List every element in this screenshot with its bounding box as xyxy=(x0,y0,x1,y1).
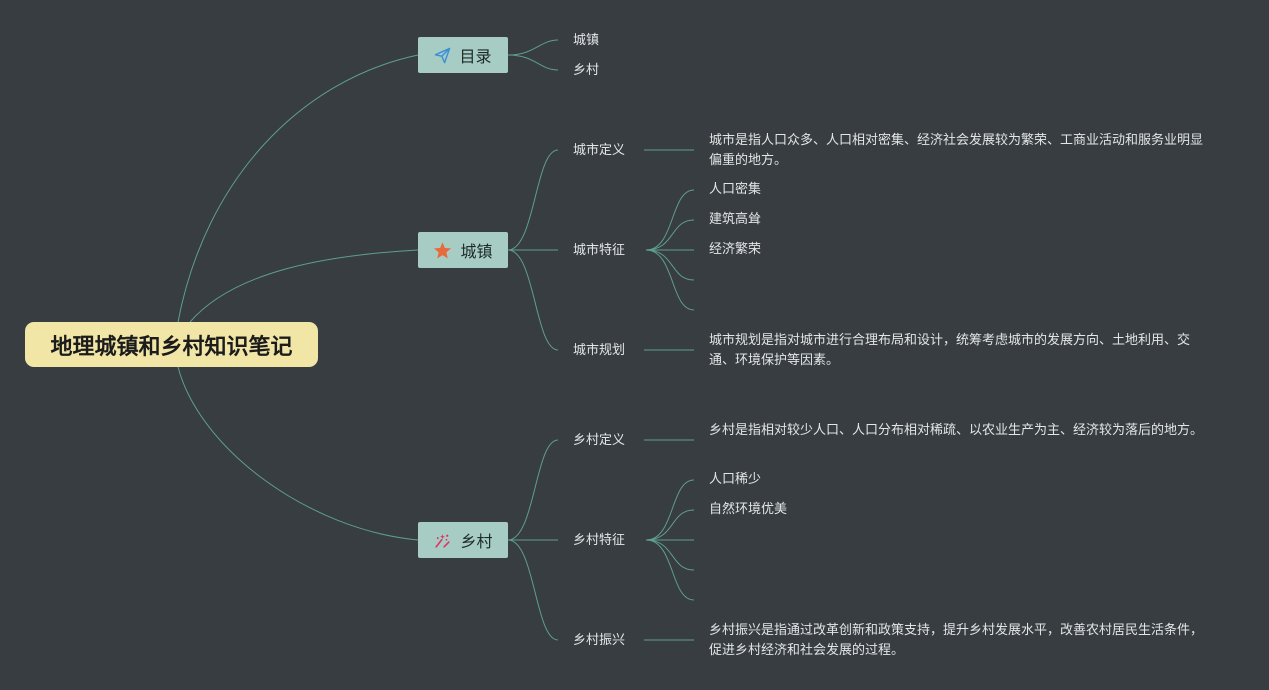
link-town-feature-1 xyxy=(645,189,695,251)
village-features-label[interactable]: 乡村特征 xyxy=(573,533,626,548)
link-town-definition xyxy=(507,149,559,251)
link-village-feature-2 xyxy=(645,509,695,541)
town-features-label[interactable]: 城市特征 xyxy=(573,243,626,258)
topic-catalog-label: 目录 xyxy=(459,47,492,66)
topic-town-label: 城镇 xyxy=(460,242,493,261)
catalog-item-town[interactable]: 城镇 xyxy=(573,33,600,48)
link-village-revitalization xyxy=(507,539,559,641)
link-village-feature-1 xyxy=(645,479,695,541)
paper-plane-icon xyxy=(434,47,451,64)
link-town-feature-2 xyxy=(645,219,695,251)
topic-village[interactable]: 乡村 xyxy=(418,522,508,558)
link-town-planning xyxy=(507,249,559,351)
town-definition-text[interactable]: 城市是指人口众多、人口相对密集、经济社会发展较为繁荣、工商业活动和服务业明显偏重… xyxy=(709,133,1204,168)
town-planning-label[interactable]: 城市规划 xyxy=(573,343,626,358)
town-feature-1[interactable]: 人口密集 xyxy=(709,182,762,197)
link-root-town xyxy=(189,249,419,323)
link-village-feature-4 xyxy=(645,539,695,571)
topic-catalog[interactable]: 目录 xyxy=(418,37,508,73)
village-feature-2[interactable]: 自然环境优美 xyxy=(709,502,788,517)
topic-village-label: 乡村 xyxy=(460,532,493,551)
star-icon xyxy=(433,241,452,260)
town-feature-2[interactable]: 建筑高耸 xyxy=(709,212,762,227)
link-catalog-item-2 xyxy=(507,54,559,71)
town-feature-3[interactable]: 经济繁荣 xyxy=(709,242,762,257)
link-village-definition xyxy=(507,439,559,541)
village-revitalization-text[interactable]: 乡村振兴是指通过改革创新和政策支持，提升乡村发展水平，改善农村居民生活条件，促进… xyxy=(709,623,1204,658)
village-definition-text[interactable]: 乡村是指相对较少人口、人口分布相对稀疏、以农业生产为主、经济较为落后的地方。 xyxy=(709,423,1204,438)
link-village-feature-5 xyxy=(645,539,695,601)
root-topic[interactable]: 地理城镇和乡村知识笔记 xyxy=(25,322,318,367)
link-town-feature-5 xyxy=(645,249,695,311)
town-definition-label[interactable]: 城市定义 xyxy=(573,143,626,158)
village-revitalization-label[interactable]: 乡村振兴 xyxy=(573,633,626,648)
topic-town[interactable]: 城镇 xyxy=(418,232,508,268)
link-root-catalog xyxy=(177,54,419,323)
catalog-item-village[interactable]: 乡村 xyxy=(573,63,600,78)
link-town-feature-4 xyxy=(645,249,695,281)
root-title: 地理城镇和乡村知识笔记 xyxy=(50,334,293,360)
village-feature-1[interactable]: 人口稀少 xyxy=(709,472,762,487)
town-planning-text[interactable]: 城市规划是指对城市进行合理布局和设计，统筹考虑城市的发展方向、土地利用、交通、环… xyxy=(709,333,1191,368)
village-definition-label[interactable]: 乡村定义 xyxy=(573,433,626,448)
sparkle-icon xyxy=(433,531,452,550)
link-catalog-item-1 xyxy=(507,39,559,56)
link-root-village xyxy=(177,366,419,541)
